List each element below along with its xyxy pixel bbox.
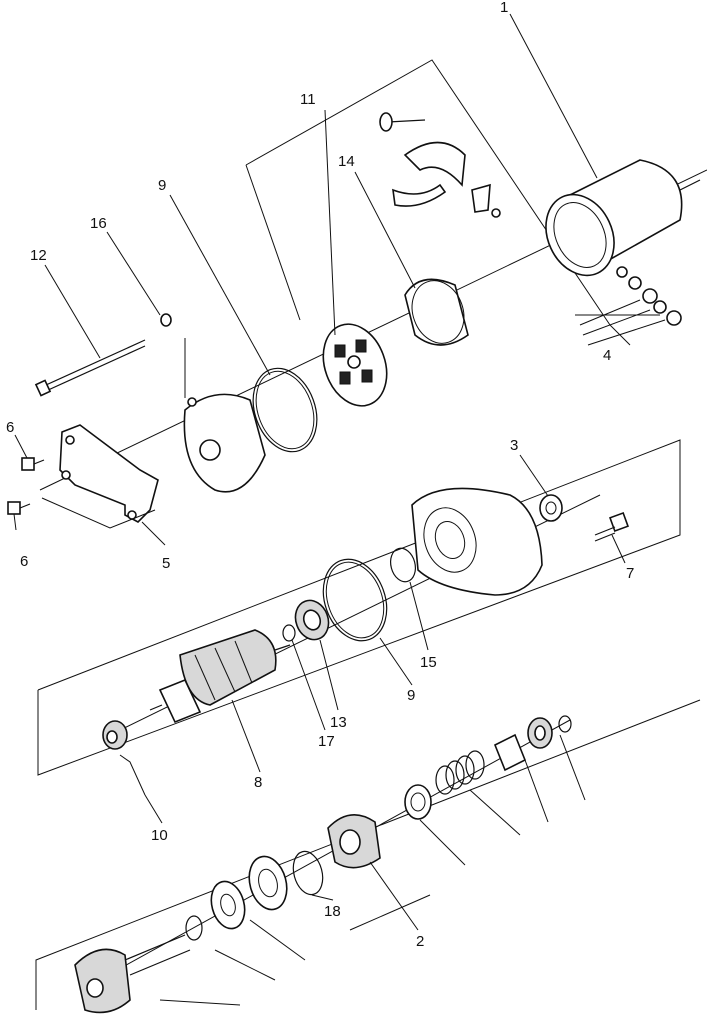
label-part-8: 8 xyxy=(254,774,262,791)
bushing-10 xyxy=(102,720,146,796)
label-part-16: 16 xyxy=(90,215,107,232)
label-part-6-lower: 6 xyxy=(20,553,28,570)
yoke-housing xyxy=(545,159,701,277)
label-part-2: 2 xyxy=(416,933,424,950)
label-part-11: 11 xyxy=(300,91,316,108)
brush-holder-plate xyxy=(322,323,388,407)
front-housing xyxy=(411,487,543,596)
clutch-plate xyxy=(248,855,288,911)
label-part-15: 15 xyxy=(420,654,437,671)
label-part-4: 4 xyxy=(603,347,611,364)
label-part-7: 7 xyxy=(626,565,634,582)
label-part-9-upper: 9 xyxy=(158,177,166,194)
label-part-5: 5 xyxy=(162,555,170,572)
label-part-1: 1 xyxy=(500,0,508,16)
label-part-13: 13 xyxy=(330,714,347,731)
spring-seat xyxy=(404,784,432,820)
label-part-10: 10 xyxy=(151,827,168,844)
snap-ring xyxy=(185,915,203,941)
overrunning-clutch-shaft xyxy=(74,934,191,1014)
rear-end-cover xyxy=(183,393,266,493)
leader-lines xyxy=(13,13,631,931)
o-ring-15 xyxy=(390,547,416,583)
o-ring-lower xyxy=(322,558,388,642)
mounting-bracket xyxy=(41,424,159,529)
label-part-14: 14 xyxy=(338,153,355,170)
bolt-o-ring xyxy=(160,313,186,398)
sleeve xyxy=(493,733,527,772)
stopper-collar xyxy=(527,717,553,749)
thrust-washer xyxy=(210,880,246,930)
bolt-6-upper xyxy=(21,457,45,471)
group-frame-bottom xyxy=(35,699,701,1010)
label-part-9-lower: 9 xyxy=(407,687,415,704)
small-ring-right xyxy=(558,715,572,733)
screw-7 xyxy=(594,512,629,542)
o-ring-18 xyxy=(292,850,324,896)
ring-17 xyxy=(282,624,296,642)
terminal-washers xyxy=(575,266,682,346)
bottom-bracket-lines xyxy=(159,734,586,1006)
part-number-labels: 1 11 14 9 16 12 6 6 5 4 3 7 15 9 13 17 8… xyxy=(6,0,634,950)
pinion-gear xyxy=(327,814,381,869)
label-part-6-upper: 6 xyxy=(6,419,14,436)
label-part-12: 12 xyxy=(30,247,47,264)
o-ring-upper xyxy=(252,367,318,453)
label-part-18: 18 xyxy=(324,903,341,920)
spring xyxy=(435,750,485,795)
brush-holder-cover xyxy=(404,278,469,346)
washer-3 xyxy=(539,494,563,522)
bolt-6-lower xyxy=(7,501,31,515)
through-bolt xyxy=(34,339,146,397)
label-part-17: 17 xyxy=(318,733,335,750)
armature xyxy=(149,629,291,724)
brush-terminal-parts xyxy=(379,112,501,218)
label-part-3: 3 xyxy=(510,437,518,454)
bearing-13 xyxy=(294,599,330,641)
